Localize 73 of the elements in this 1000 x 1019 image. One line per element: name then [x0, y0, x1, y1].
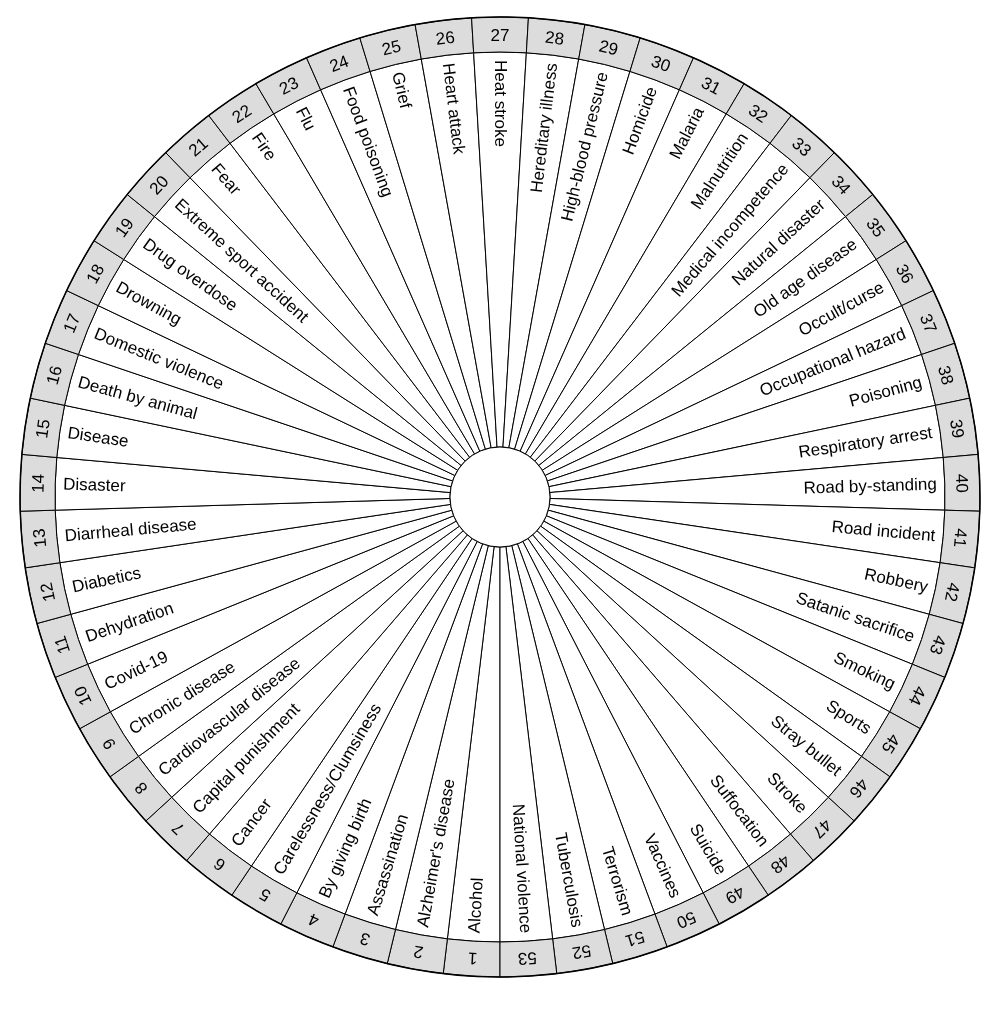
- sector-number: 15: [32, 418, 54, 440]
- sector-number: 52: [570, 940, 593, 963]
- sector-number: 26: [434, 27, 456, 49]
- sector-number: 49: [721, 881, 748, 908]
- sector-number: 3: [357, 928, 373, 950]
- sector-number: 44: [904, 683, 930, 709]
- sector-number: 45: [877, 730, 904, 757]
- sector-number: 37: [915, 311, 941, 336]
- sector-number: 17: [59, 311, 85, 336]
- sector-number: 9: [98, 734, 120, 753]
- sector-label: Heart attack: [438, 61, 469, 156]
- sector-label: Grief: [388, 70, 416, 111]
- sector-number: 50: [673, 907, 699, 933]
- sector-number: 8: [130, 778, 152, 798]
- sector-number: 28: [544, 27, 566, 49]
- sector-number: 32: [744, 100, 772, 127]
- sector-number: 23: [276, 73, 302, 99]
- sector-number: 27: [490, 25, 510, 45]
- sector-label: National violence: [508, 803, 536, 934]
- sector-number: 12: [36, 580, 60, 604]
- sector-label: Disease: [66, 423, 130, 451]
- sector-label: Fire: [248, 129, 281, 165]
- sector-label: Tuberculosis: [551, 831, 587, 929]
- sector-label: Heat stroke: [490, 60, 510, 147]
- sector-number: 25: [380, 36, 403, 60]
- sector-number: 31: [698, 73, 724, 99]
- sector-number: 38: [934, 363, 958, 387]
- sector-number: 20: [145, 171, 173, 199]
- sector-number: 13: [29, 527, 51, 549]
- sector-number: 14: [28, 473, 48, 494]
- sector-number: 39: [946, 418, 968, 440]
- sector-number: 1: [467, 948, 478, 968]
- sector-label: Flu: [292, 103, 320, 134]
- sector-number: 18: [82, 261, 109, 287]
- sector-number: 35: [862, 214, 889, 241]
- sector-number: 46: [845, 774, 873, 802]
- sector-number: 36: [891, 261, 918, 287]
- sector-number: 41: [949, 527, 971, 549]
- sector-number: 10: [70, 683, 96, 709]
- sector-number: 43: [925, 632, 950, 657]
- sector-number: 4: [305, 909, 322, 931]
- sector-label: Road incident: [830, 517, 937, 546]
- sector-number: 53: [517, 948, 538, 969]
- sector-label: Robbery: [862, 564, 930, 597]
- sector-number: 30: [648, 51, 674, 77]
- sector-label: Terrorism: [597, 844, 637, 918]
- sector-number: 47: [808, 815, 836, 842]
- sector-number: 11: [50, 633, 75, 657]
- sector-number: 6: [210, 853, 230, 875]
- center-circle: [449, 446, 551, 548]
- sector-label: Diabetics: [70, 563, 143, 597]
- sector-label: Road by-standing: [803, 474, 938, 498]
- sector-label: Hereditary illness: [526, 61, 562, 194]
- sector-number: 24: [326, 51, 352, 77]
- sector-number: 40: [952, 473, 972, 494]
- sector-number: 34: [827, 171, 855, 199]
- sector-label: Diarrheal disease: [63, 514, 198, 546]
- sector-number: 19: [111, 214, 138, 241]
- sector-label: Alzheimer's disease: [413, 777, 459, 929]
- sector-number: 29: [597, 36, 620, 60]
- sector-label: Respiratory arrest: [797, 423, 934, 462]
- sector-number: 16: [42, 363, 66, 387]
- sector-number: 2: [411, 941, 425, 962]
- sector-label: Disaster: [62, 474, 126, 496]
- sector-number: 48: [767, 850, 794, 878]
- sector-number: 21: [185, 133, 212, 161]
- sector-number: 42: [940, 580, 964, 604]
- sector-label: Alcohol: [464, 877, 487, 934]
- sector-number: 51: [623, 927, 647, 951]
- sector-number: 22: [228, 100, 256, 127]
- sector-number: 5: [256, 884, 274, 906]
- sector-number: 7: [168, 818, 189, 839]
- sector-number: 33: [788, 133, 815, 161]
